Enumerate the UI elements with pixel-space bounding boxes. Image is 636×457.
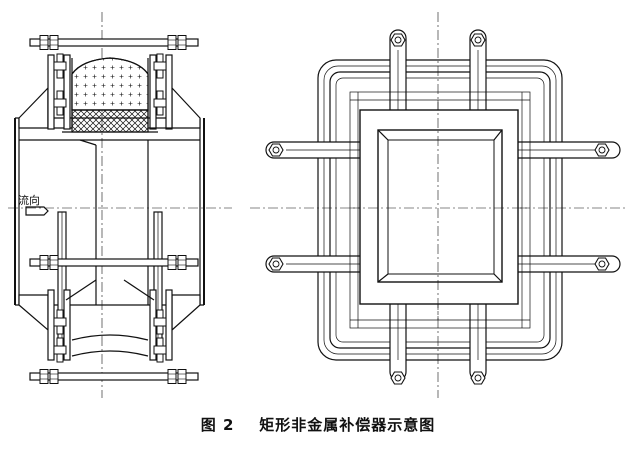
- figure-caption: 图 2 矩形非金属补偿器示意图: [200, 416, 436, 434]
- compensator-drawing: 流向: [8, 12, 626, 398]
- middle-tie-rod: [29, 255, 199, 270]
- plan-view: [250, 12, 626, 398]
- top-tie-rod: [29, 35, 199, 50]
- flow-direction: 流向: [18, 193, 49, 216]
- section-view: 流向: [8, 12, 232, 398]
- duct-opening: [359, 109, 519, 305]
- flow-direction-label: 流向: [18, 193, 40, 207]
- bottom-tie-rod: [29, 369, 199, 384]
